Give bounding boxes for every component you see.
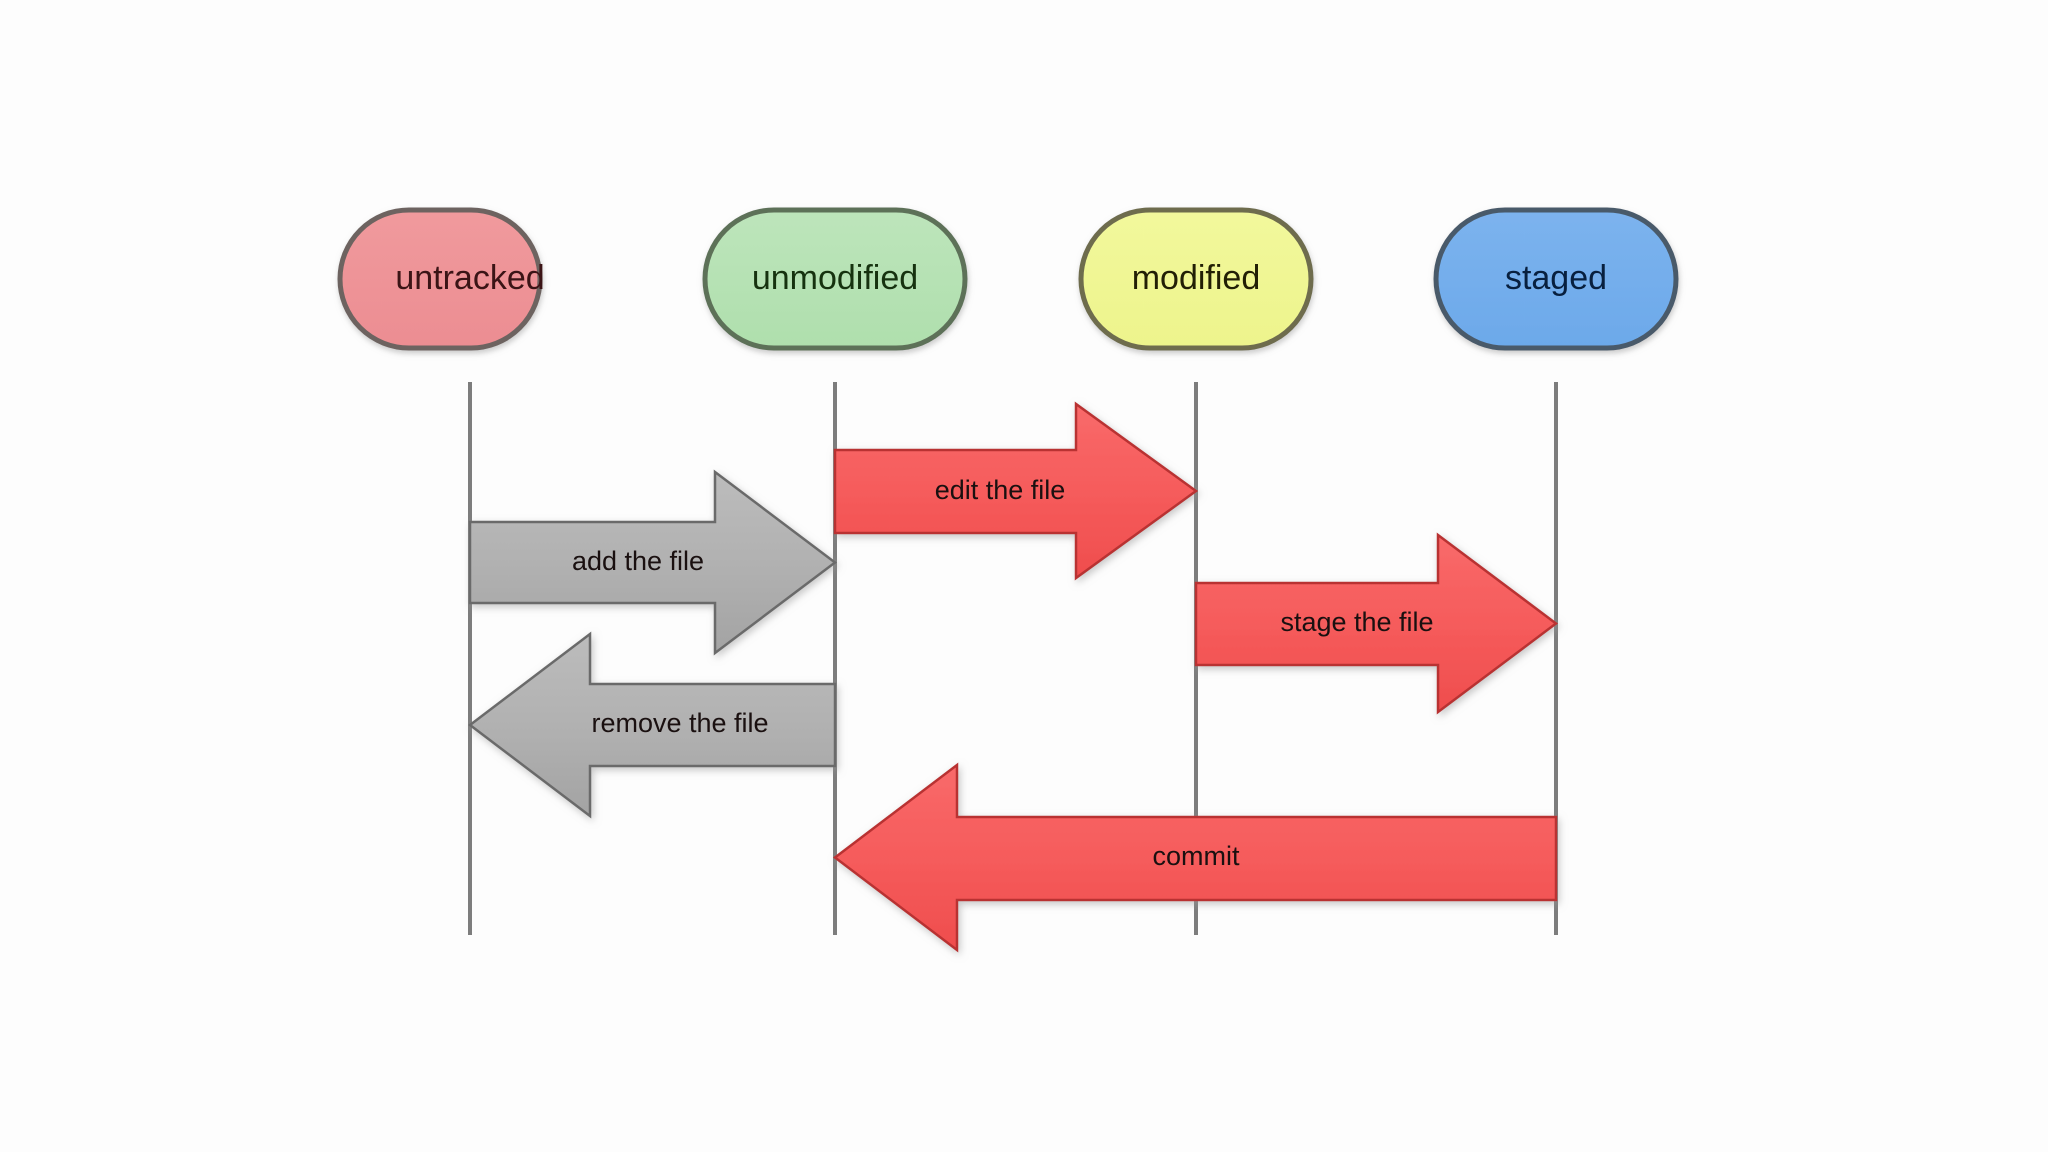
state-label-modified: modified <box>1132 259 1261 297</box>
transition-remove-the-file[interactable]: remove the file <box>467 631 837 819</box>
state-shape-staged <box>1433 207 1679 351</box>
arrow-label-stage-the-file: stage the file <box>1280 607 1433 637</box>
state-box-modified[interactable]: modified <box>1078 207 1314 351</box>
transition-arrows-group: add the file edit the file remove the file… <box>467 401 1559 953</box>
arrow-shape-add-the-file <box>468 469 838 656</box>
state-label-staged: staged <box>1505 259 1607 297</box>
state-boxes-group: untracked unmodified modified staged <box>337 207 1679 351</box>
state-box-staged[interactable]: staged <box>1433 207 1679 351</box>
arrow-label-edit-the-file: edit the file <box>935 475 1066 505</box>
state-box-unmodified[interactable]: unmodified <box>702 207 968 351</box>
transition-stage-the-file[interactable]: stage the file <box>1194 532 1559 715</box>
arrow-label-commit: commit <box>1153 841 1240 871</box>
transition-edit-the-file[interactable]: edit the file <box>833 401 1199 581</box>
arrow-shape-stage-the-file <box>1194 532 1559 715</box>
arrow-shape-remove-the-file <box>467 631 837 819</box>
state-box-untracked[interactable]: untracked <box>337 207 545 351</box>
arrow-shape-commit <box>832 762 1558 953</box>
arrow-label-add-the-file: add the file <box>572 546 704 576</box>
state-shape-untracked <box>337 207 543 351</box>
state-shape-unmodified <box>702 207 968 351</box>
arrow-shape-edit-the-file <box>833 401 1199 581</box>
transition-commit[interactable]: commit <box>832 762 1558 953</box>
state-label-untracked: untracked <box>395 259 544 297</box>
transition-add-the-file[interactable]: add the file <box>468 469 838 656</box>
arrow-label-remove-the-file: remove the file <box>591 708 768 738</box>
state-label-unmodified: unmodified <box>752 259 918 297</box>
state-shape-modified <box>1078 207 1314 351</box>
